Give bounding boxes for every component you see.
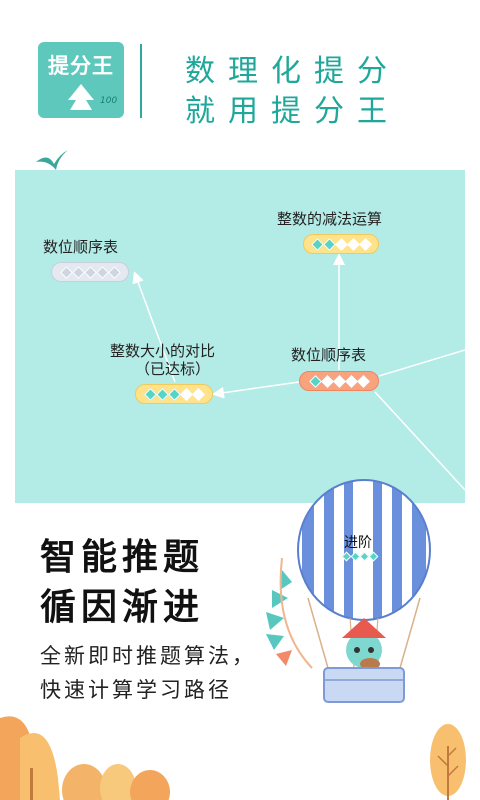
headline-line-1: 智能推题 (40, 537, 205, 578)
logo-text: 提分王 (48, 54, 114, 78)
bird-icon (36, 150, 68, 170)
hot-air-balloon-illustration (266, 479, 431, 703)
slogan-line-2: 就用提分王 (185, 94, 400, 129)
app-logo: 提分王 100 (38, 42, 124, 118)
header-divider (140, 44, 142, 118)
node-label[interactable]: 数位顺序表 (43, 238, 119, 256)
node-sublabel: （已达标） (135, 360, 211, 378)
map-connectors (132, 253, 465, 491)
subtitle-line-1: 全新即时推题算法， (40, 644, 256, 668)
tree-icon (68, 84, 94, 110)
headline-line-2: 循因渐进 (40, 587, 205, 628)
balloon-progress (338, 550, 382, 562)
progress-pill-orange[interactable] (299, 371, 379, 391)
knowledge-map: 数位顺序表 整数的减法运算 整数大小的对比 （已达标） 数位顺序表 (15, 170, 465, 503)
logo-mark: 100 (100, 96, 118, 106)
balloon-tag: 进阶 (344, 535, 372, 551)
slogan-line-1: 数理化提分 (185, 54, 400, 89)
node-label[interactable]: 整数的减法运算 (277, 210, 383, 228)
node-label[interactable]: 数位顺序表 (291, 346, 367, 364)
tree-icon (430, 724, 466, 800)
subtitle-line-2: 快速计算学习路径 (40, 678, 232, 702)
progress-pill-yellow[interactable] (135, 384, 213, 404)
progress-pill-yellow[interactable] (303, 234, 379, 254)
progress-pill-gray[interactable] (51, 262, 129, 282)
autumn-trees-illustration (0, 716, 170, 800)
node-label[interactable]: 整数大小的对比 (110, 342, 216, 360)
